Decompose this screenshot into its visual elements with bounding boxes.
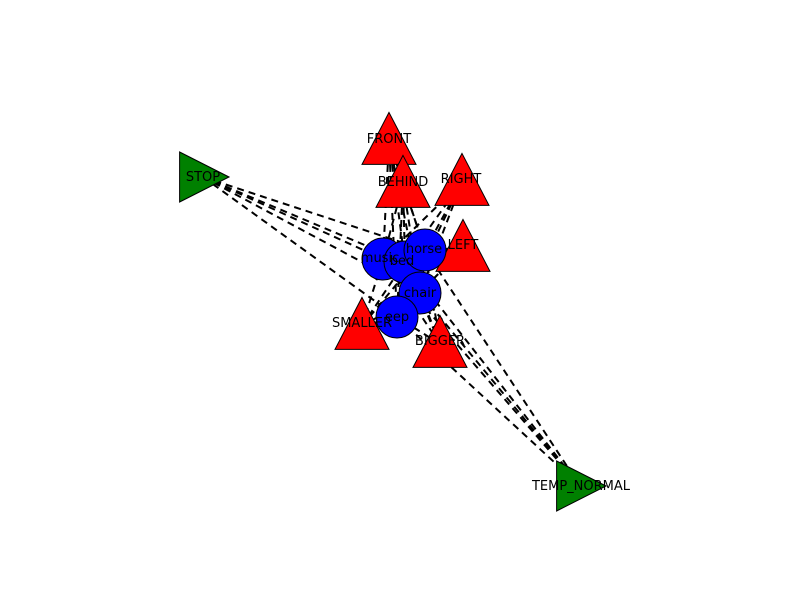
edge-temp_normal-horse <box>424 249 581 487</box>
node-label-chair: chair <box>404 286 437 301</box>
node-label-sheep: eep <box>385 310 409 325</box>
edge-stop-horse <box>202 176 426 251</box>
edge-temp_normal-chair <box>419 292 581 487</box>
node-sheep <box>375 295 419 339</box>
node-label-bigger: BIGGER <box>415 334 465 349</box>
node-front <box>361 111 417 165</box>
node-smaller <box>334 296 390 350</box>
edge-front-sheep <box>388 140 398 318</box>
node-bigger <box>412 314 468 368</box>
node-label-front: FRONT <box>367 132 411 147</box>
node-label-right: RIGHT <box>441 172 482 187</box>
edge-front-chair <box>388 140 421 294</box>
node-label-bed: bed <box>390 254 415 269</box>
edge-temp_normal-music <box>382 258 581 487</box>
node-label-smaller: SMALLER <box>332 316 392 331</box>
node-horse <box>403 228 447 272</box>
node-label-behind: BEHIND <box>378 175 428 190</box>
edge-stop-music <box>202 176 384 260</box>
node-label-temp_normal: TEMP_NORMAL <box>531 479 631 494</box>
edge-smaller-horse <box>361 249 426 327</box>
node-stop <box>179 151 231 203</box>
node-left <box>435 218 491 272</box>
node-temp_normal <box>556 460 608 512</box>
node-label-left: LEFT <box>448 238 479 253</box>
nodes-layer <box>179 111 608 512</box>
node-label-horse: horse <box>406 242 442 257</box>
node-right <box>434 152 490 206</box>
labels-layer: STOP TEMP_NORMAL FRONT BEHIND RIGHT LEFT SMALL… <box>186 132 631 494</box>
edge-stop-sheep <box>202 176 398 318</box>
node-label-music: music <box>361 251 399 266</box>
node-behind <box>375 154 431 208</box>
node-label-stop: STOP <box>186 170 220 185</box>
edge-bigger-chair <box>419 292 441 345</box>
